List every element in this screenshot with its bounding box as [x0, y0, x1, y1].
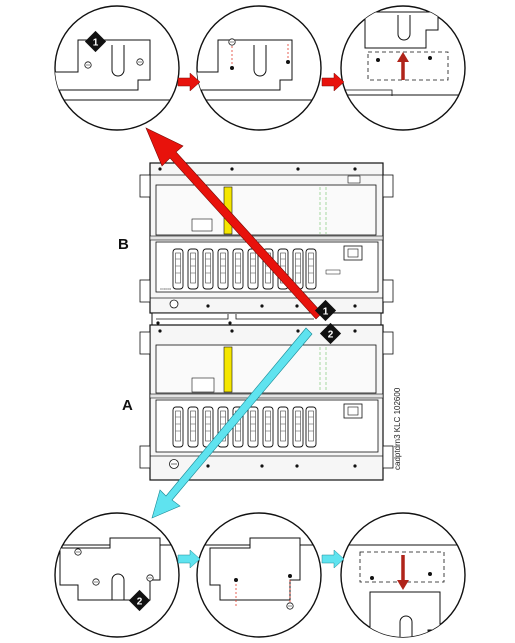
side-note: cadptdrn3 KLC 102600	[393, 387, 402, 470]
badge-step-1-top: 1	[93, 38, 99, 49]
detail-circle-2	[196, 5, 322, 131]
cabinet-a	[139, 324, 394, 481]
cyan-callout-arrow	[151, 327, 313, 519]
ground-screw-icon	[169, 459, 179, 469]
badge-step-2-bottom: 2	[137, 597, 143, 608]
yellow-slot	[223, 346, 233, 393]
diamond-badge-icon: 2	[128, 589, 151, 612]
detail-circle-6	[340, 512, 466, 638]
detail-circle-1	[54, 5, 180, 131]
red-callout-arrow	[145, 127, 323, 320]
svg-text:▭▭▭: ▭▭▭	[160, 286, 172, 291]
badge-step-2-cabinet: 2	[328, 330, 334, 341]
cabinet-joint	[151, 312, 382, 326]
step-arrow-red-1	[177, 72, 201, 92]
cabinet-b: ▭▭▭	[139, 162, 394, 314]
detail-circle-4	[54, 512, 180, 638]
step-arrow-cyan-2	[321, 549, 345, 569]
detail-circle-5	[196, 512, 322, 638]
step-arrow-red-2	[321, 72, 345, 92]
cabinet-b-label: B	[118, 236, 129, 253]
badge-step-1-cabinet: 1	[323, 307, 329, 318]
power-inlet-icon	[343, 403, 363, 419]
cabinet-a-label: A	[122, 397, 133, 414]
step-arrow-cyan-1	[177, 549, 201, 569]
power-inlet-icon	[343, 245, 363, 261]
detail-circle-3	[340, 5, 466, 131]
diamond-badge-icon: 1	[84, 30, 107, 53]
